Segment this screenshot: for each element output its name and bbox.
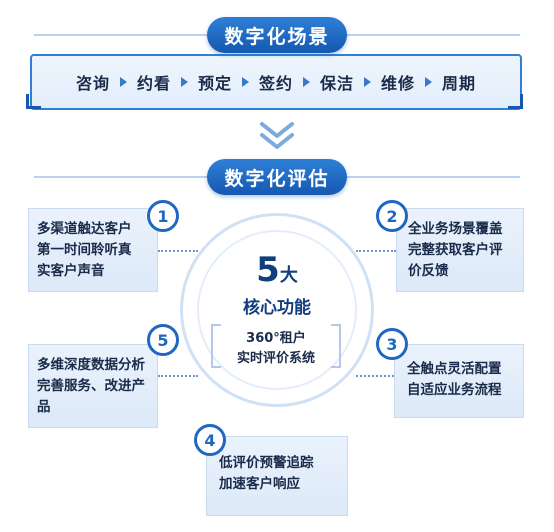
- scene-steps-band: 咨询 约看 预定 签约 保洁 维修 周期: [30, 54, 522, 110]
- feature-1-number-badge: 1: [147, 200, 179, 232]
- feature-5-line: 多维深度数据分析: [37, 357, 145, 373]
- center-system-line1: 360°租户: [246, 331, 306, 346]
- center-system-line2: 实时评价系统: [236, 351, 315, 366]
- arrow-icon: [180, 77, 188, 87]
- feature-1-line: 多渠道触达客户: [37, 221, 132, 237]
- feature-1-line: 第一时间聆听真: [37, 242, 132, 258]
- connector-5: [158, 375, 198, 377]
- center-number-digit: 5: [256, 250, 280, 290]
- feature-2-line: 全业务场景覆盖: [408, 221, 503, 237]
- scene-header-line-left: [34, 34, 212, 36]
- band-corner-decoration: [508, 94, 523, 109]
- eval-section-title: 数字化评估: [207, 159, 347, 195]
- feature-5-line: 品: [37, 399, 51, 415]
- feature-4-line: 低评价预警追踪: [219, 455, 314, 471]
- step-consult: 咨询: [75, 74, 110, 93]
- feature-4-line: 加速客户响应: [219, 476, 300, 492]
- center-number-unit: 大: [279, 265, 298, 286]
- feature-2-line: 价反馈: [408, 263, 449, 279]
- feature-3-number-badge: 3: [376, 328, 408, 360]
- center-subtitle: 核心功能: [243, 298, 311, 318]
- step-signing: 签约: [258, 74, 293, 93]
- center-inner-ring: [197, 230, 357, 390]
- arrow-icon: [425, 77, 433, 87]
- arrow-icon: [364, 77, 372, 87]
- step-cleaning: 保洁: [320, 74, 355, 93]
- feature-5-line: 完善服务、改进产: [37, 378, 145, 394]
- bracket-left: [211, 324, 221, 368]
- arrow-icon: [119, 77, 127, 87]
- step-cycle: 周期: [442, 74, 477, 93]
- step-repair: 维修: [381, 74, 416, 93]
- eval-header-line-left: [34, 176, 212, 178]
- bracket-right: [331, 324, 341, 368]
- feature-3-line: 自适应业务流程: [407, 382, 502, 398]
- center-system-box: 360°租户 实时评价系统: [211, 322, 341, 368]
- feature-card-5: 多维深度数据分析 完善服务、改进产 品: [28, 344, 158, 428]
- feature-card-3: 全触点灵活配置 自适应业务流程: [394, 344, 524, 418]
- connector-2: [356, 250, 396, 252]
- center-number: 5大: [0, 250, 554, 290]
- double-chevron-down-icon: [260, 122, 294, 149]
- band-corner-decoration: [26, 94, 41, 109]
- feature-card-2: 全业务场景覆盖 完整获取客户评 价反馈: [396, 208, 524, 292]
- feature-3-line: 全触点灵活配置: [407, 361, 502, 377]
- center-outer-ring: [180, 213, 374, 407]
- connector-1: [158, 250, 198, 252]
- arrow-icon: [303, 77, 310, 87]
- feature-2-number-badge: 2: [376, 200, 408, 232]
- eval-header-line-right: [342, 176, 520, 178]
- step-viewing: 约看: [136, 74, 171, 93]
- arrow-icon: [241, 77, 249, 87]
- feature-card-1: 多渠道触达客户 第一时间聆听真 实客户声音: [28, 208, 158, 292]
- connector-3: [356, 375, 394, 377]
- feature-4-number-badge: 4: [194, 424, 226, 456]
- feature-2-line: 完整获取客户评: [408, 242, 503, 258]
- step-booking: 预定: [197, 74, 232, 93]
- scene-header-line-right: [342, 34, 520, 36]
- scene-section-title: 数字化场景: [207, 17, 347, 53]
- feature-card-4: 低评价预警追踪 加速客户响应: [206, 436, 348, 516]
- feature-5-number-badge: 5: [147, 324, 179, 356]
- feature-1-line: 实客户声音: [37, 263, 105, 279]
